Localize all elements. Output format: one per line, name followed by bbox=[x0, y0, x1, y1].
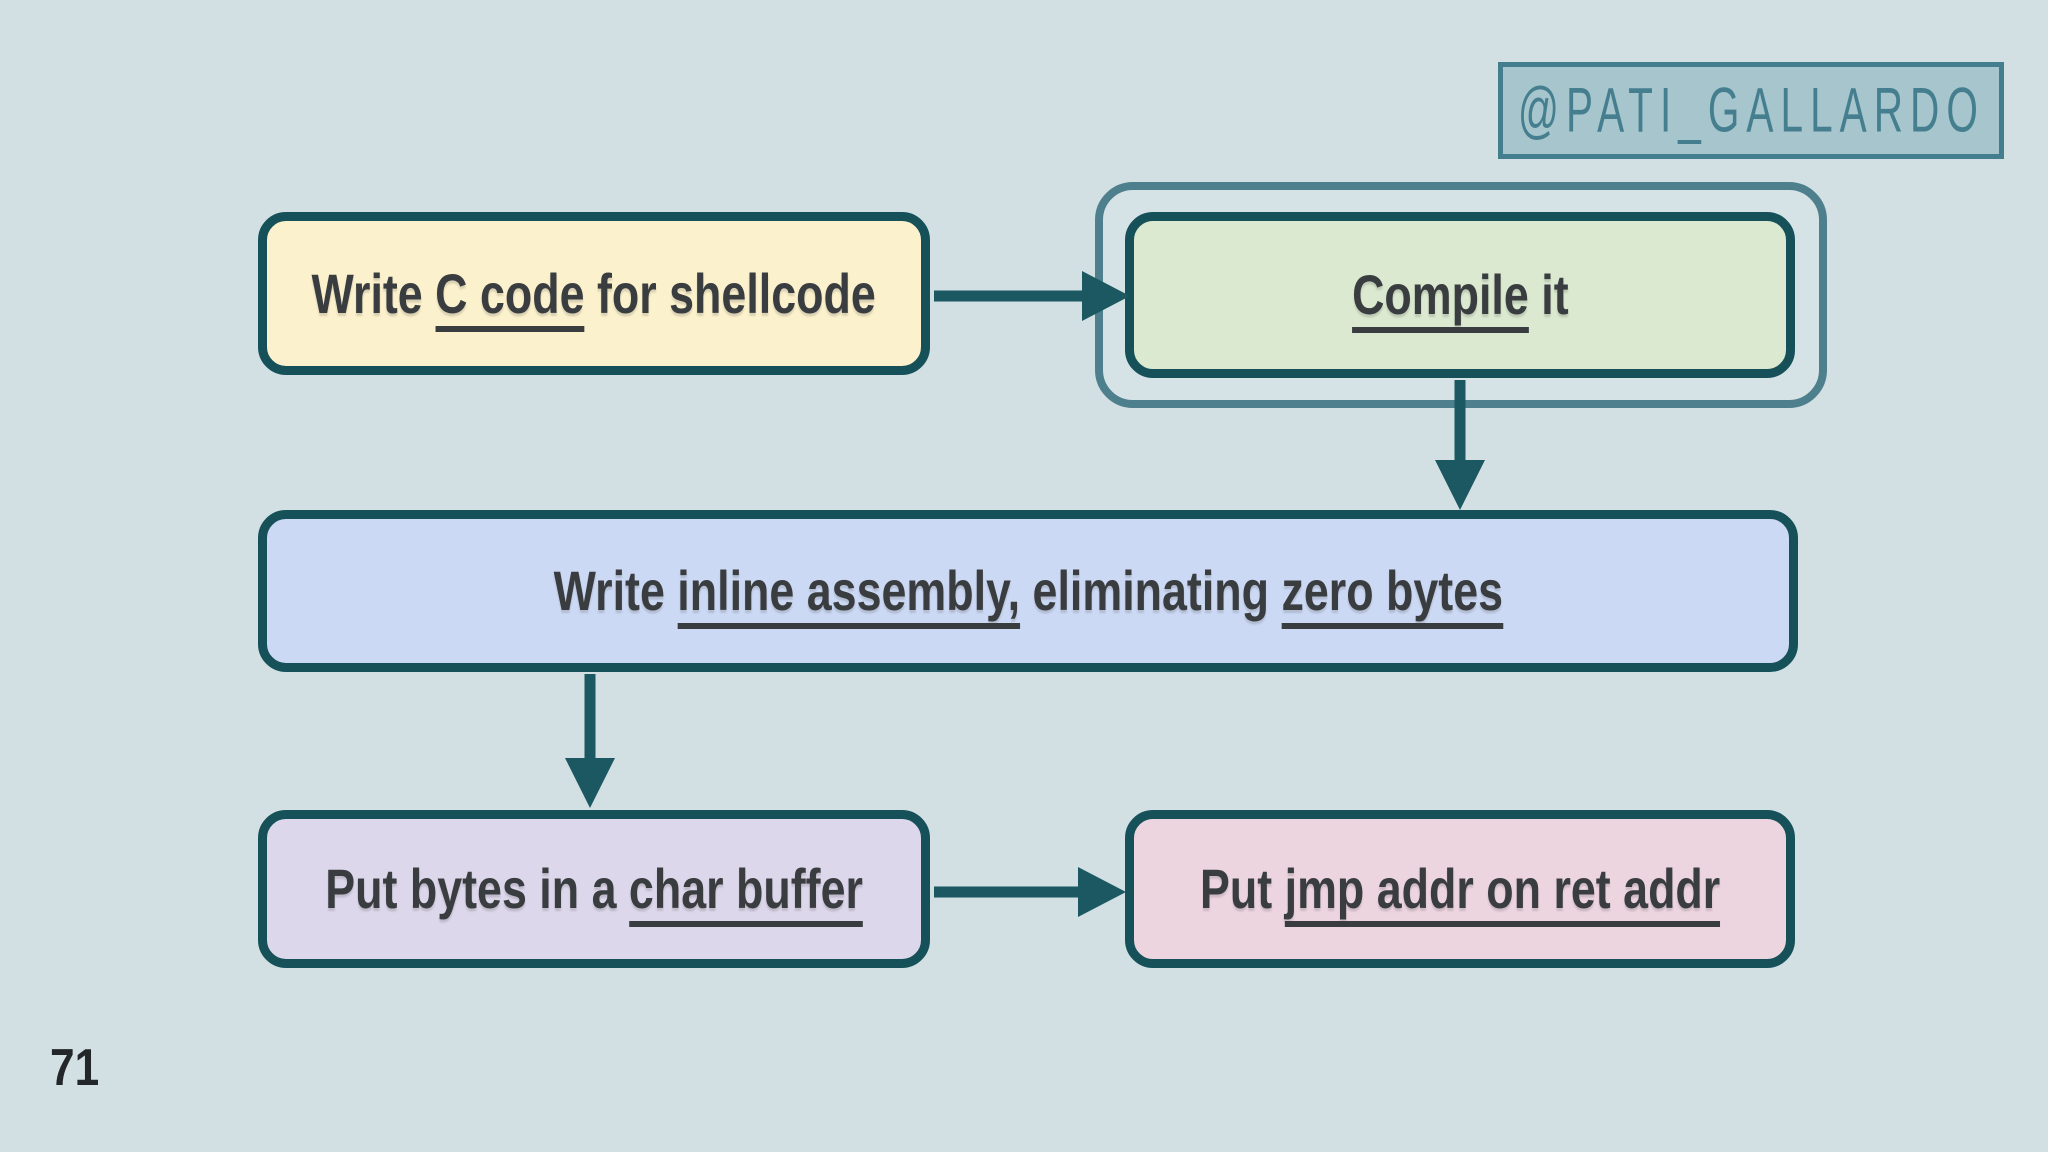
node-label: Write inline assembly, eliminating zero … bbox=[553, 556, 1503, 629]
label-segment: Put bbox=[1199, 857, 1285, 920]
label-segment: for shellcode bbox=[584, 261, 877, 325]
arrow-head-icon bbox=[565, 758, 615, 808]
arrow-head-icon bbox=[1435, 460, 1485, 510]
flow-node-jmp-addr: Put jmp addr on ret addr bbox=[1125, 810, 1795, 968]
label-segment: Put bytes in a bbox=[325, 857, 629, 920]
author-badge: @PATI_GALLARDO bbox=[1498, 62, 2004, 159]
label-segment: it bbox=[1528, 263, 1569, 326]
label-segment: Write bbox=[311, 261, 436, 325]
label-segment: Write bbox=[553, 559, 677, 622]
node-label: Compile it bbox=[1351, 260, 1569, 333]
page-number: 71 bbox=[50, 1039, 100, 1097]
label-segment-underlined: Compile bbox=[1351, 263, 1529, 333]
label-segment-underlined: jmp addr on ret addr bbox=[1284, 857, 1721, 927]
author-handle: @PATI_GALLARDO bbox=[1517, 75, 1985, 146]
flow-node-write-c-code: Write C code for shellcode bbox=[258, 212, 930, 375]
node-label: Write C code for shellcode bbox=[311, 259, 877, 332]
flow-node-inline-assembly: Write inline assembly, eliminating zero … bbox=[258, 510, 1798, 672]
label-segment-underlined: char buffer bbox=[628, 857, 863, 927]
flow-node-compile-it: Compile it bbox=[1125, 212, 1795, 378]
label-segment-underlined: inline assembly, bbox=[677, 559, 1020, 629]
arrow-head-icon bbox=[1078, 867, 1126, 917]
arrow-assembly-to-buffer bbox=[565, 674, 615, 808]
label-segment: eliminating bbox=[1019, 559, 1282, 622]
flow-node-char-buffer: Put bytes in a char buffer bbox=[258, 810, 930, 968]
label-segment-underlined: zero bytes bbox=[1281, 559, 1503, 629]
node-label: Put jmp addr on ret addr bbox=[1199, 854, 1721, 927]
label-segment-underlined: C code bbox=[435, 261, 585, 332]
node-label: Put bytes in a char buffer bbox=[325, 854, 863, 927]
arrow-buffer-to-jmp bbox=[934, 867, 1126, 917]
